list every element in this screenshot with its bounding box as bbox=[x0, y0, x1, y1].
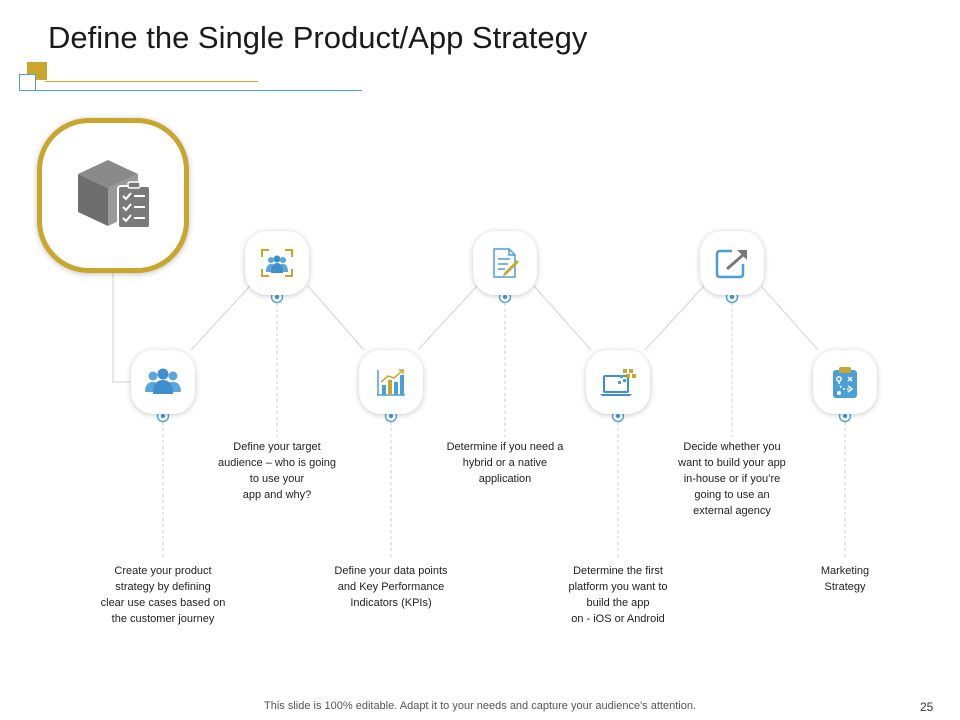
zigzag-segment bbox=[307, 285, 365, 351]
title-underline-gold bbox=[45, 81, 258, 82]
title-underline-blue bbox=[36, 90, 362, 91]
step-label-3: Define your data points and Key Performa… bbox=[316, 563, 466, 611]
label-line: strategy by defining bbox=[115, 581, 211, 593]
label-line: clear use cases based on bbox=[100, 597, 226, 609]
step-node-6 bbox=[700, 231, 764, 295]
zigzag-segment bbox=[190, 285, 251, 351]
label-line: external agency bbox=[693, 505, 771, 517]
label-line: Determine the first bbox=[573, 565, 663, 577]
document-edit-icon bbox=[493, 248, 519, 278]
label-line: platform you want to bbox=[568, 581, 668, 593]
step-label-2: Define your target audience – who is goi… bbox=[202, 439, 352, 503]
main-icon-frame bbox=[37, 118, 189, 273]
share-arrow-icon bbox=[715, 249, 747, 279]
main-connector bbox=[112, 273, 130, 383]
target-audience-icon bbox=[261, 249, 293, 277]
label-line: app and why? bbox=[242, 489, 312, 501]
slide-footer: This slide is 100% editable. Adapt it to… bbox=[264, 700, 696, 712]
label-line: audience – who is going bbox=[217, 457, 337, 469]
label-line: Strategy bbox=[824, 581, 866, 593]
step-node-3 bbox=[359, 350, 423, 414]
label-line: Determine if you need a bbox=[446, 441, 564, 453]
step-label-1: Create your product strategy by defining… bbox=[88, 563, 238, 627]
step-label-7: Marketing Strategy bbox=[770, 563, 920, 595]
label-line: Indicators (KPIs) bbox=[350, 597, 432, 609]
label-line: to use your bbox=[249, 473, 305, 485]
label-line: application bbox=[478, 473, 532, 485]
label-line: Create your product bbox=[114, 565, 212, 577]
strategy-clipboard-icon bbox=[833, 367, 857, 398]
label-line: Define your target bbox=[233, 441, 321, 453]
step-label-4: Determine if you need a hybrid or a nati… bbox=[430, 439, 580, 487]
label-line: Define your data points bbox=[334, 565, 448, 577]
step-node-1 bbox=[131, 350, 195, 414]
label-line: in-house or if you’re bbox=[683, 473, 781, 485]
label-line: Marketing bbox=[820, 565, 870, 577]
label-line: want to build your app bbox=[678, 457, 786, 469]
label-line: build the app bbox=[586, 597, 650, 609]
zigzag-segment bbox=[760, 285, 819, 351]
label-line: and Key Performance bbox=[337, 581, 445, 593]
zigzag-segment bbox=[533, 285, 592, 351]
slide-title: Define the Single Product/App Strategy bbox=[48, 20, 588, 55]
step-node-7 bbox=[813, 350, 877, 414]
step-node-4 bbox=[473, 231, 537, 295]
label-line: on - iOS or Android bbox=[571, 613, 665, 625]
box-checklist-icon bbox=[78, 159, 151, 229]
label-line: the customer journey bbox=[111, 613, 215, 625]
step-node-5 bbox=[586, 350, 650, 414]
page-number: 25 bbox=[920, 700, 934, 714]
step-label-6: Decide whether you want to build your ap… bbox=[657, 439, 807, 519]
users-group-icon bbox=[145, 368, 181, 394]
step-label-5: Determine the first platform you want to… bbox=[543, 563, 693, 627]
bar-chart-icon bbox=[377, 369, 405, 396]
title-accent-square-blue bbox=[19, 74, 36, 91]
label-line: going to use an bbox=[694, 489, 770, 501]
label-line: Decide whether you bbox=[683, 441, 781, 453]
laptop-icon bbox=[600, 369, 636, 396]
step-node-2 bbox=[245, 231, 309, 295]
zigzag-segment bbox=[644, 285, 705, 351]
zigzag-segment bbox=[417, 285, 478, 351]
label-line: hybrid or a native bbox=[462, 457, 548, 469]
